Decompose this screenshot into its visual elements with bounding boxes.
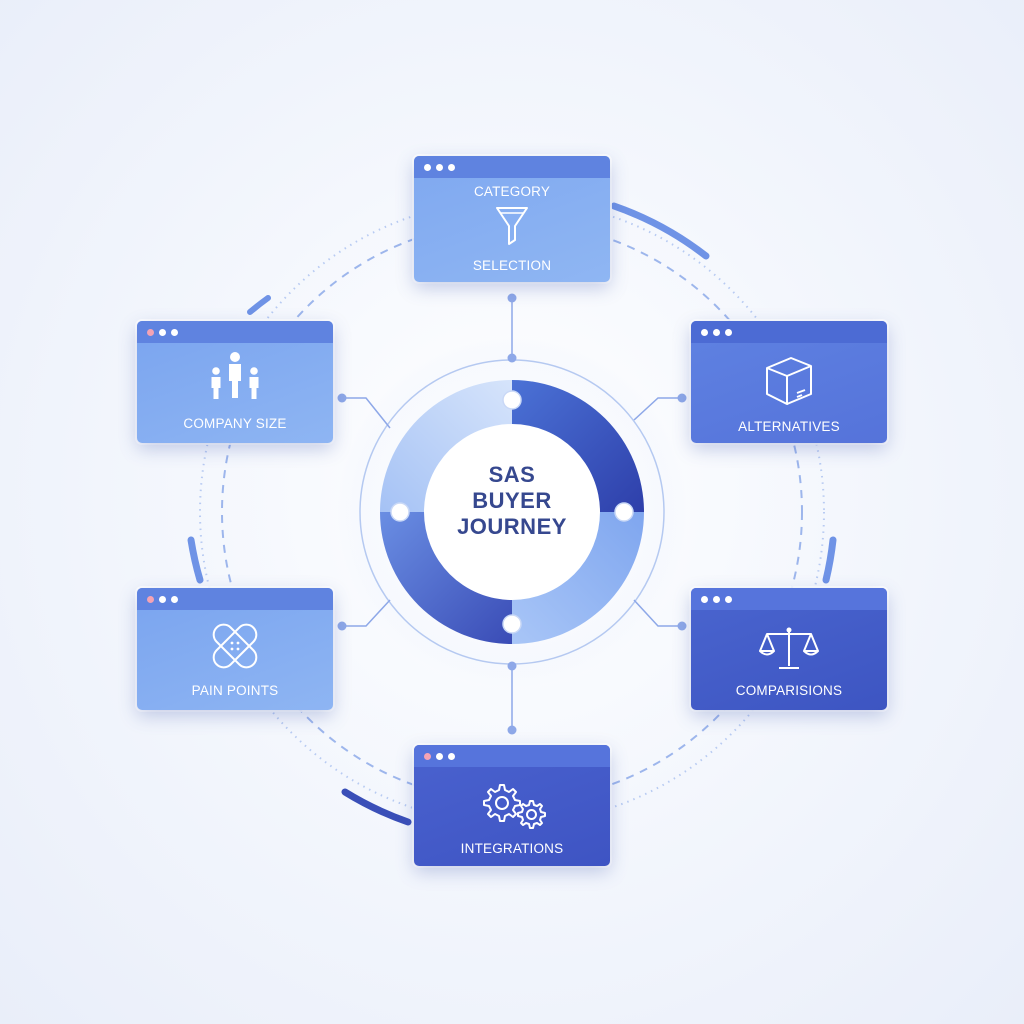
card-label: COMPANY SIZE [183, 416, 287, 431]
window-dot [171, 595, 178, 603]
bandage-icon [212, 623, 258, 669]
card-label: PAIN POINTS [191, 683, 279, 698]
window-dot [159, 328, 166, 336]
connector-dots [337, 293, 687, 735]
window-dot [171, 328, 178, 336]
arc-accent-top-right [610, 202, 710, 260]
window-dot [713, 328, 720, 336]
box-icon [766, 357, 812, 405]
arc-accent-left [187, 536, 204, 584]
window-dot [424, 163, 431, 171]
center-title-line-1: SAS [488, 462, 536, 487]
window-titlebar [137, 321, 333, 343]
funnel-icon [496, 207, 528, 245]
people-icon [211, 352, 259, 399]
card-label-line-2: SELECTION [472, 258, 552, 273]
window-dot [725, 595, 732, 603]
gears-icon [483, 784, 546, 829]
window-dot [448, 752, 455, 760]
window-titlebar [137, 588, 333, 610]
arc-accent-bottom-left [341, 788, 412, 826]
center-disk [426, 426, 598, 598]
window-titlebar [414, 745, 610, 767]
window-titlebar [414, 156, 610, 178]
connectors [342, 298, 682, 730]
arc-accent-top-left [247, 295, 271, 315]
window-dot [725, 328, 732, 336]
donut-segment-top-left [380, 380, 512, 512]
window-dot [448, 163, 455, 171]
card-integrations[interactable]: INTEGRATIONS [414, 745, 610, 866]
donut-segment-bottom-left [380, 512, 512, 644]
card-label: ALTERNATIVES [738, 419, 840, 434]
window-dot [701, 328, 708, 336]
window-dot [701, 595, 708, 603]
card-comparisions[interactable]: COMPARISIONS [691, 588, 887, 710]
donut-segment-top-right [512, 380, 644, 512]
window-titlebar [691, 588, 887, 610]
window-dot [436, 752, 443, 760]
window-titlebar [691, 321, 887, 343]
window-dot [713, 595, 720, 603]
card-category-selection[interactable]: CATEGORY SELECTION [414, 156, 610, 282]
segment-nodes [390, 390, 634, 634]
card-pain-points[interactable]: PAIN POINTS [137, 588, 333, 710]
window-dot [147, 595, 154, 603]
window-dot [424, 752, 431, 760]
window-dot [159, 595, 166, 603]
card-label-line-1: CATEGORY [473, 184, 551, 199]
arc-accent-right [822, 536, 837, 584]
card-company-size[interactable]: COMPANY SIZE [137, 321, 333, 443]
center-title-line-2: BUYER [472, 488, 552, 513]
scales-icon [759, 627, 819, 669]
window-dot [147, 328, 154, 336]
card-alternatives[interactable]: ALTERNATIVES [691, 321, 887, 443]
card-label: INTEGRATIONS [460, 841, 564, 856]
card-label: COMPARISIONS [735, 683, 843, 698]
center-title: SAS BUYER JOURNEY [432, 462, 592, 540]
center-title-line-3: JOURNEY [457, 514, 567, 539]
window-dot [436, 163, 443, 171]
donut-segment-bottom-right [512, 512, 644, 644]
